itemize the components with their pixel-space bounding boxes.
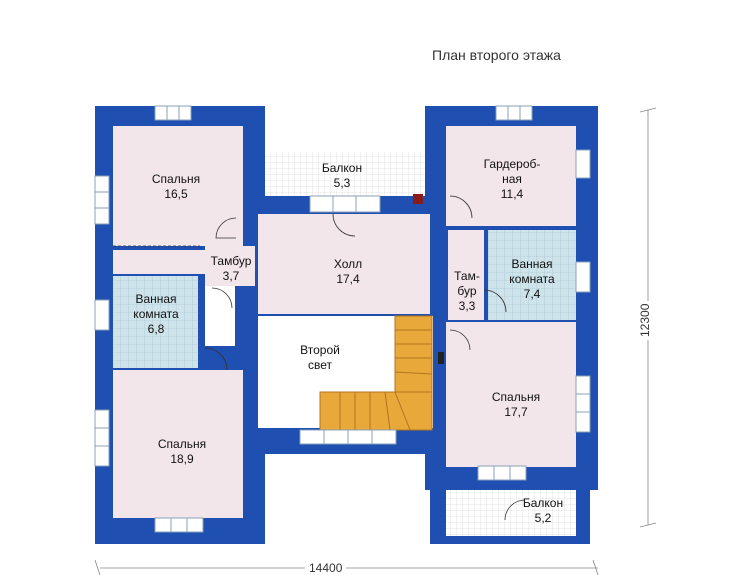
- wardrobe-fill: [446, 126, 576, 226]
- doors: [113, 195, 526, 521]
- bedroom-2-fill: [113, 370, 243, 518]
- room-name-cont: бур: [457, 284, 477, 298]
- room-area: 18,9: [170, 452, 194, 466]
- room-fills: [113, 126, 576, 536]
- room-name-cont: ная: [502, 172, 522, 186]
- bathroom-left-fill: [113, 276, 198, 368]
- room-name-cont: комната: [509, 272, 555, 286]
- room-name: Балкон: [522, 496, 564, 510]
- room-name: Спальня: [491, 390, 541, 404]
- room-area: 17,4: [336, 272, 360, 286]
- height-dimension: 12300: [638, 300, 652, 340]
- room-label-wardrobe: Гардероб- ная 11,4: [484, 157, 541, 202]
- room-name: Гардероб-: [483, 157, 541, 171]
- plan-title: План второго этажа: [432, 47, 561, 63]
- room-name: Второй: [300, 343, 340, 357]
- room-name: Там-: [454, 269, 480, 283]
- room-label-balcony-bottom: Балкон 5,2: [523, 496, 563, 526]
- room-name: Балкон: [321, 161, 363, 175]
- room-area: 6,8: [147, 322, 165, 336]
- balcony-top-fill: [265, 152, 425, 196]
- vestibule-right-fill: [448, 230, 484, 320]
- room-label-bathroom-left: Ванная комната 6,8: [133, 292, 178, 337]
- room-area: 5,2: [534, 511, 552, 525]
- hall-fill: [258, 214, 430, 314]
- room-name: Тамбур: [210, 254, 252, 268]
- room-label-bedroom-right: Спальня 17,7: [492, 390, 540, 420]
- stove-mark: [438, 352, 444, 364]
- room-name: Ванная: [135, 292, 177, 306]
- room-label-bathroom-right: Ванная комната 7,4: [509, 257, 554, 302]
- balcony-bottom-fill: [446, 490, 576, 536]
- corridor-left-fill: [113, 250, 205, 274]
- room-label-second-light: Второй свет: [300, 343, 340, 373]
- room-label-vestibule-left: Тамбур 3,7: [211, 254, 252, 284]
- room-area: 7,4: [523, 287, 541, 301]
- bedroom-right-fill: [446, 322, 576, 467]
- chimney-mark: [413, 194, 423, 204]
- room-name: Спальня: [157, 437, 207, 451]
- room-area: 5,3: [333, 176, 351, 190]
- bathroom-right-fill: [488, 230, 576, 320]
- room-area: 17,7: [504, 405, 528, 419]
- room-area: 16,5: [164, 187, 188, 201]
- room-area: 3,7: [222, 269, 240, 283]
- room-label-hall: Холл 17,4: [334, 257, 362, 287]
- room-name: Ванная: [511, 257, 553, 271]
- room-label-bedroom-2: Спальня 18,9: [158, 437, 206, 467]
- room-name: Спальня: [151, 172, 201, 186]
- windows: [94, 105, 591, 533]
- room-name-cont: свет: [307, 358, 333, 372]
- vestibule-left-fill: [205, 246, 255, 286]
- room-name-cont: комната: [133, 307, 179, 321]
- room-name: Холл: [333, 257, 363, 271]
- width-dimension: 14400: [305, 561, 347, 575]
- bedroom-1-fill: [113, 126, 243, 246]
- room-area: 3,3: [458, 299, 476, 313]
- room-label-balcony-top: Балкон 5,3: [322, 161, 362, 191]
- room-area: 11,4: [500, 187, 524, 201]
- room-label-vestibule-right: Там- бур 3,3: [454, 269, 480, 314]
- room-label-bedroom-1: Спальня 16,5: [152, 172, 200, 202]
